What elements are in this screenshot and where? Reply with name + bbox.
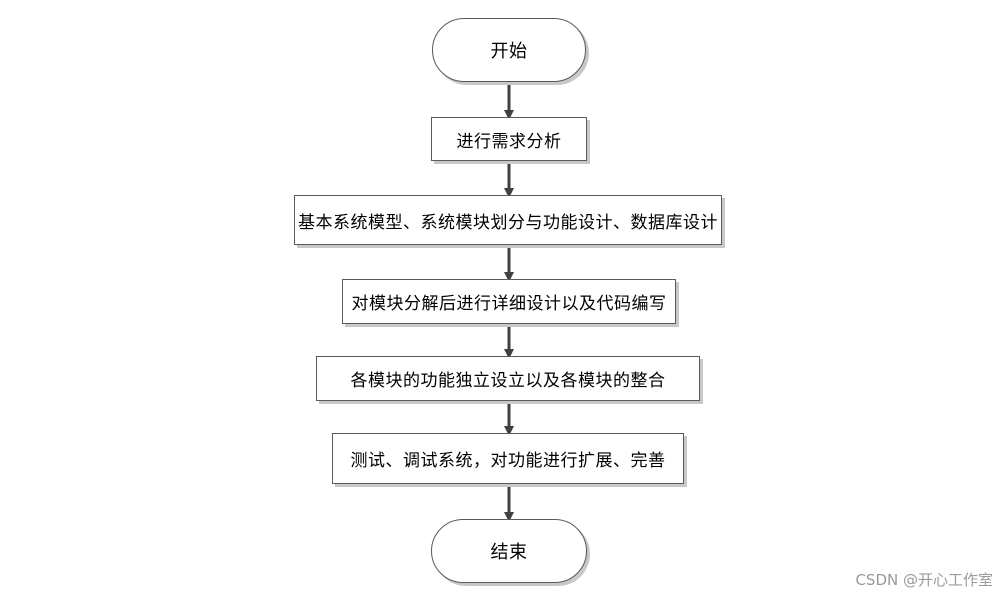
- end-label: 结束: [490, 542, 528, 563]
- step-label: 各模块的功能独立设立以及各模块的整合: [350, 371, 666, 391]
- step-testing-debugging: 测试、调试系统，对功能进行扩展、完善: [332, 433, 684, 484]
- step-system-design: 基本系统模型、系统模块划分与功能设计、数据库设计: [294, 195, 722, 245]
- step-detailed-design-coding: 对模块分解后进行详细设计以及代码编写: [342, 279, 676, 324]
- start-label: 开始: [490, 41, 528, 62]
- step-label: 对模块分解后进行详细设计以及代码编写: [351, 294, 667, 314]
- end-node: 结束: [431, 519, 587, 583]
- step-module-integration: 各模块的功能独立设立以及各模块的整合: [316, 356, 700, 401]
- step-label: 进行需求分析: [456, 131, 562, 152]
- step-label: 基本系统模型、系统模块划分与功能设计、数据库设计: [298, 212, 718, 233]
- step-requirements-analysis: 进行需求分析: [431, 117, 587, 161]
- csdn-watermark: CSDN @开心工作室: [855, 571, 993, 589]
- start-node: 开始: [432, 18, 586, 82]
- step-label: 测试、调试系统，对功能进行扩展、完善: [350, 451, 666, 471]
